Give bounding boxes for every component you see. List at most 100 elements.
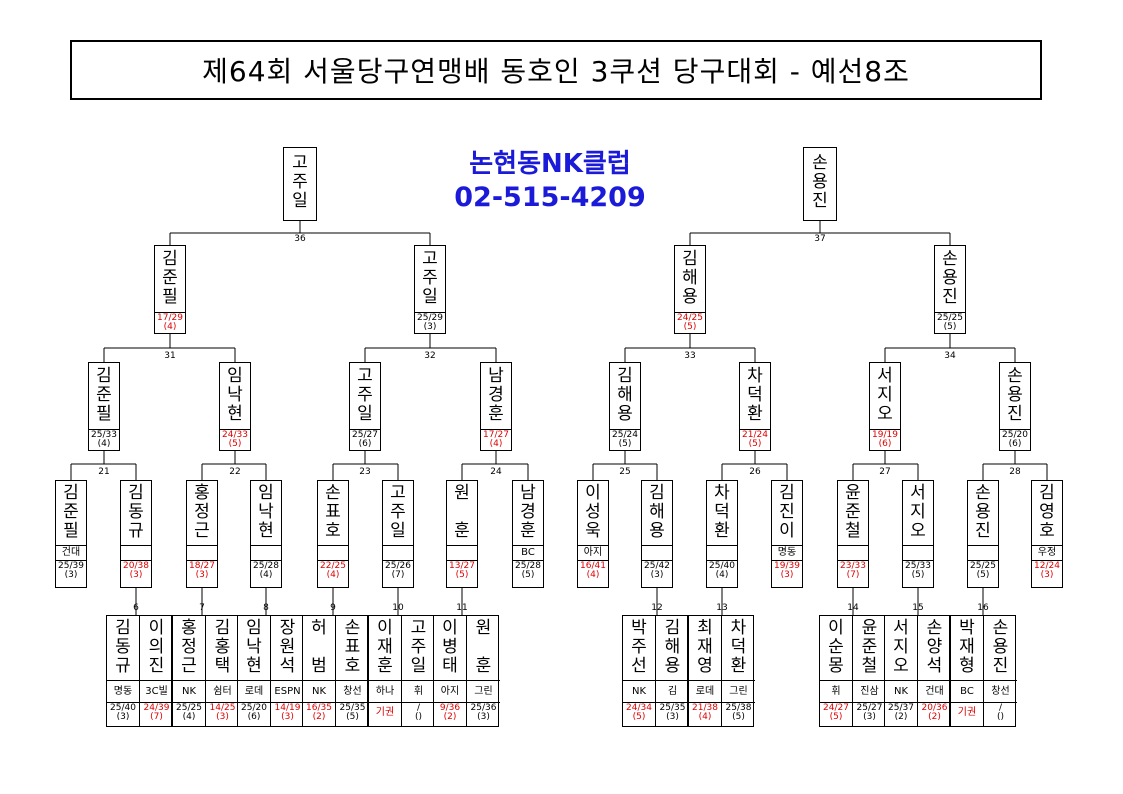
score-value: 19/39 bbox=[774, 561, 800, 571]
name-char: 손 bbox=[812, 153, 828, 173]
player-club bbox=[447, 545, 477, 561]
name-char: 홍 bbox=[181, 618, 197, 638]
name-char: 순 bbox=[828, 637, 844, 657]
rank-value: (5) bbox=[346, 712, 359, 722]
match-number: 16 bbox=[977, 603, 989, 613]
club-name: 논현동NK클럽 bbox=[469, 149, 631, 179]
player-score: 25/40(4) bbox=[707, 560, 737, 587]
score-value: 25/35 bbox=[339, 703, 366, 713]
player-club: ESPN bbox=[271, 680, 304, 703]
name-char: 일 bbox=[292, 191, 308, 211]
name-char: 차 bbox=[747, 366, 763, 386]
player-score: 20/38(3) bbox=[121, 560, 151, 587]
match-number: 7 bbox=[199, 603, 205, 613]
name-char: 환 bbox=[714, 521, 730, 541]
name-char: 일 bbox=[390, 521, 406, 541]
rank-value: (7) bbox=[846, 570, 860, 580]
score-value: 20/38 bbox=[123, 561, 149, 571]
name-char: 서 bbox=[910, 483, 926, 503]
name-char: 이 bbox=[377, 618, 393, 638]
player-club: 하나 bbox=[369, 680, 401, 703]
player-score: 21/24(5) bbox=[740, 429, 770, 450]
match-number: 25 bbox=[619, 467, 631, 477]
score-value: 24/33 bbox=[222, 430, 248, 440]
name-char: 준 bbox=[162, 268, 178, 288]
name-char: 훈 bbox=[520, 521, 536, 541]
name-char: 장 bbox=[279, 618, 296, 638]
match-number: 24 bbox=[490, 467, 502, 477]
name-char: 최 bbox=[697, 618, 713, 638]
name-char: 성 bbox=[585, 502, 601, 522]
player-club bbox=[121, 545, 151, 561]
score-value: 25/35 bbox=[659, 703, 686, 713]
player-score: 25/35(3) bbox=[656, 702, 689, 726]
name-char: 필 bbox=[96, 404, 112, 424]
player-club: 명동 bbox=[772, 545, 802, 561]
player-club bbox=[968, 545, 998, 561]
match-number: 37 bbox=[814, 234, 826, 244]
player-score: 24/27(5) bbox=[820, 702, 852, 726]
rank-value: (2) bbox=[894, 712, 908, 722]
name-char: 남 bbox=[488, 366, 504, 386]
name-char: 해 bbox=[649, 502, 665, 522]
rank-value: (6) bbox=[358, 439, 372, 449]
name-char: 준 bbox=[845, 502, 861, 522]
player-score: 25/28(5) bbox=[513, 560, 543, 587]
player-score: 16/35(2) bbox=[303, 702, 335, 726]
name-char: 형 bbox=[959, 656, 975, 676]
name-char: 서 bbox=[893, 618, 909, 638]
name-char: 범 bbox=[311, 656, 327, 676]
name-char: 현 bbox=[227, 404, 243, 424]
score-value: 25/36 bbox=[470, 703, 497, 713]
name-char: 석 bbox=[279, 656, 296, 676]
player-club bbox=[838, 545, 868, 561]
name-char: 김 bbox=[214, 618, 231, 638]
name-char bbox=[467, 638, 500, 657]
name-char: 태 bbox=[442, 656, 458, 676]
rank-value: (4) bbox=[715, 570, 729, 580]
player-score: 25/33(4) bbox=[89, 429, 119, 450]
player-score: 25/39(3) bbox=[56, 560, 86, 587]
name-char: 진 bbox=[975, 521, 991, 541]
match-number: 31 bbox=[164, 351, 176, 361]
rank-value: (5) bbox=[632, 712, 646, 722]
name-char: 허 bbox=[311, 618, 327, 638]
player-name: 원 훈 bbox=[467, 619, 500, 676]
name-char: 주 bbox=[631, 637, 647, 657]
name-char: 주 bbox=[390, 502, 406, 522]
name-char: 필 bbox=[63, 521, 79, 541]
name-char: 손 bbox=[992, 618, 1009, 638]
player-score: 25/42(3) bbox=[642, 560, 672, 587]
player-score: 18/27(3) bbox=[187, 560, 217, 587]
name-char: 덕 bbox=[714, 502, 730, 522]
player-club: 창선 bbox=[984, 680, 1017, 703]
name-char: 철 bbox=[845, 521, 861, 541]
score-value: 23/33 bbox=[840, 561, 866, 571]
